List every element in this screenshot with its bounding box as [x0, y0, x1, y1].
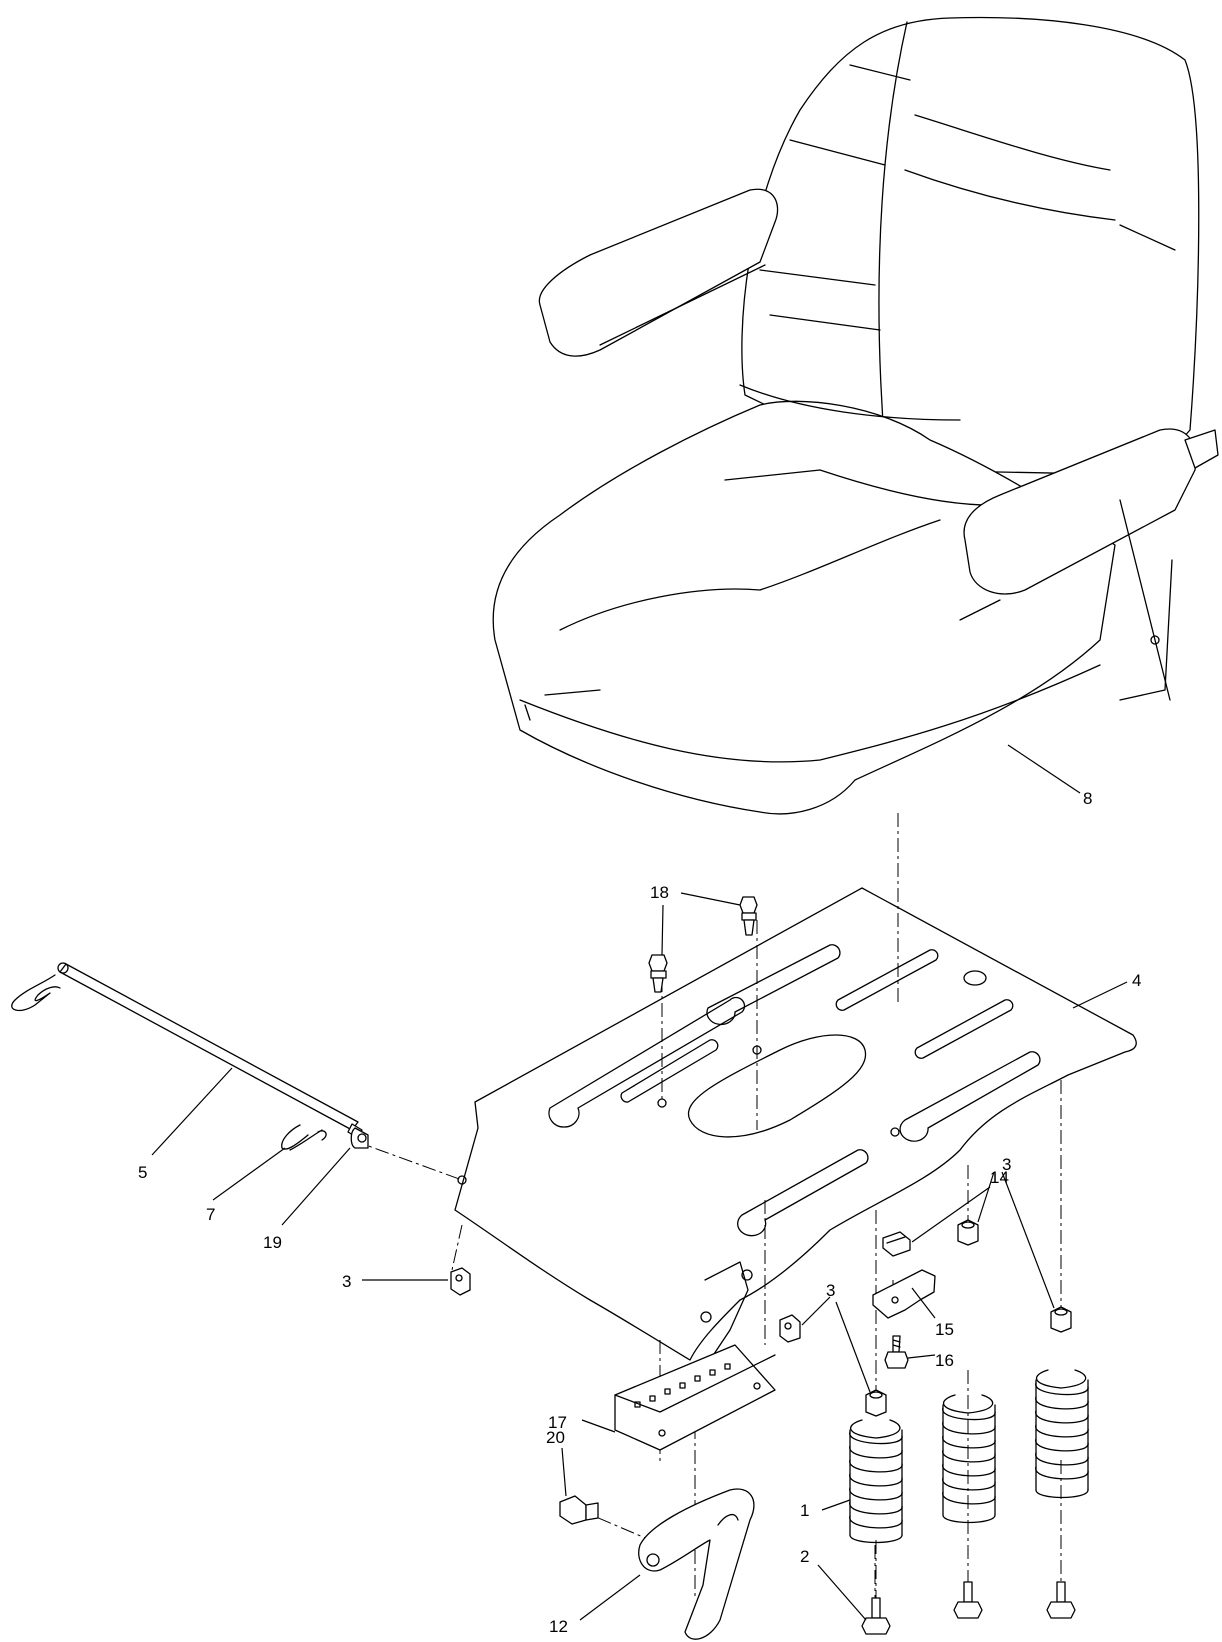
callout-12: 12	[549, 1617, 568, 1636]
callout-19: 19	[263, 1233, 282, 1252]
callout-leaders	[151, 744, 1128, 1621]
callout-18: 18	[650, 883, 669, 902]
spring-1a	[849, 1419, 903, 1544]
lever-12	[638, 1488, 755, 1640]
callout-15: 15	[935, 1320, 954, 1339]
callout-3-right: 3	[1002, 1155, 1011, 1174]
callout-7: 7	[206, 1205, 215, 1224]
seat-rod	[57, 962, 363, 1139]
nut-3-spring-c	[1050, 1306, 1072, 1333]
callout-4: 4	[1132, 971, 1141, 990]
hairpin-cotter	[281, 1124, 327, 1151]
spring-1b	[942, 1394, 996, 1524]
spring-1c	[1035, 1369, 1089, 1499]
nut-3-spring-b	[957, 1219, 979, 1246]
callout-17: 17	[548, 1413, 567, 1432]
bracket-15	[872, 1269, 936, 1319]
callout-3-left: 3	[342, 1272, 351, 1291]
bolt-2c	[1046, 1581, 1076, 1619]
bolt-2a	[861, 1597, 891, 1635]
adjust-bracket-17	[614, 1344, 776, 1451]
bushing-20	[559, 1495, 599, 1525]
bolt-18b	[648, 954, 668, 993]
callout-14: 14	[990, 1168, 1009, 1187]
callout-20: 20	[546, 1428, 565, 1447]
callout-8: 8	[1083, 789, 1092, 808]
clip-14	[882, 1231, 911, 1257]
callout-5: 5	[138, 1163, 147, 1182]
callout-2: 2	[800, 1547, 809, 1566]
callout-3-front: 3	[826, 1281, 835, 1300]
callout-1: 1	[800, 1501, 809, 1520]
bolt-18a	[739, 896, 758, 936]
callout-labels: 8 18 4 5 7 19 3 3 3 14 15 16 17 20 1 2 1…	[138, 789, 1141, 1636]
nut-3-spring-a	[865, 1389, 887, 1417]
nut-3-front	[779, 1314, 801, 1343]
shoulder-bolt	[350, 1127, 369, 1149]
screw-16	[884, 1335, 909, 1369]
nut-3-left	[450, 1267, 471, 1296]
seat-mounting-plate	[454, 887, 1137, 1361]
callout-16: 16	[935, 1351, 954, 1370]
hairpin-clip-top	[11, 974, 61, 1012]
seat	[492, 16, 1219, 815]
bolt-2b	[953, 1581, 983, 1619]
